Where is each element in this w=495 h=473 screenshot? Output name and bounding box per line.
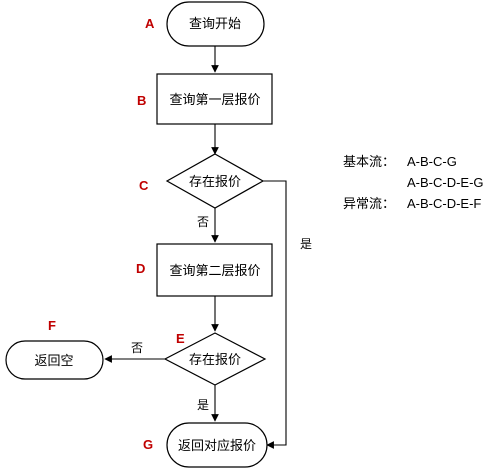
node-d-process: 查询第二层报价 <box>156 243 273 297</box>
edge-c-to-g-yes <box>263 180 287 449</box>
flow-legend: 基本流： A-B-C-G A-B-C-D-E-G 异常流： A-B-C-D-E-… <box>343 154 484 212</box>
node-c-shape <box>165 153 265 209</box>
node-f-letter: F <box>48 318 56 333</box>
edge-label-c-no: 否 <box>197 215 209 229</box>
node-e-decision: 存在报价 <box>163 332 267 386</box>
node-e-shape <box>163 332 267 386</box>
legend-alt-flow: A-B-C-D-E-F <box>407 196 481 211</box>
edge-label-e-yes: 是 <box>197 398 209 412</box>
node-c-label: 存在报价 <box>189 175 241 190</box>
node-e-letter: E <box>176 331 185 346</box>
node-g-shape <box>166 422 268 468</box>
node-b-shape <box>156 73 273 125</box>
edges <box>104 46 287 449</box>
legend-basic-flow-1: A-B-C-G <box>407 154 457 169</box>
node-b-label: 查询第一层报价 <box>169 93 260 108</box>
node-a-start: 查询开始 <box>166 1 265 47</box>
node-d-shape <box>156 243 273 297</box>
node-g-end: 返回对应报价 <box>166 422 268 468</box>
node-c-letter: C <box>139 178 149 193</box>
node-g-label: 返回对应报价 <box>178 438 256 454</box>
legend-basic-flow-2: A-B-C-D-E-G <box>407 175 484 190</box>
node-e-label: 存在报价 <box>189 353 241 368</box>
node-a-label: 查询开始 <box>189 17 241 32</box>
node-f-shape <box>5 340 104 380</box>
node-g-letter: G <box>143 437 153 452</box>
legend-alt-label: 异常流： <box>343 197 395 212</box>
node-d-label: 查询第二层报价 <box>169 264 260 279</box>
node-b-letter: B <box>137 93 146 108</box>
node-a-shape <box>166 1 265 47</box>
node-c-decision: 存在报价 <box>165 153 265 209</box>
legend-basic-label: 基本流： <box>343 155 395 170</box>
node-f-end: 返回空 <box>5 340 104 380</box>
node-b-process: 查询第一层报价 <box>156 73 273 125</box>
node-a-letter: A <box>145 16 155 31</box>
node-d-letter: D <box>136 261 145 276</box>
edge-label-c-yes: 是 <box>300 237 312 251</box>
edge-label-e-no: 否 <box>131 341 143 355</box>
node-f-label: 返回空 <box>34 354 73 369</box>
